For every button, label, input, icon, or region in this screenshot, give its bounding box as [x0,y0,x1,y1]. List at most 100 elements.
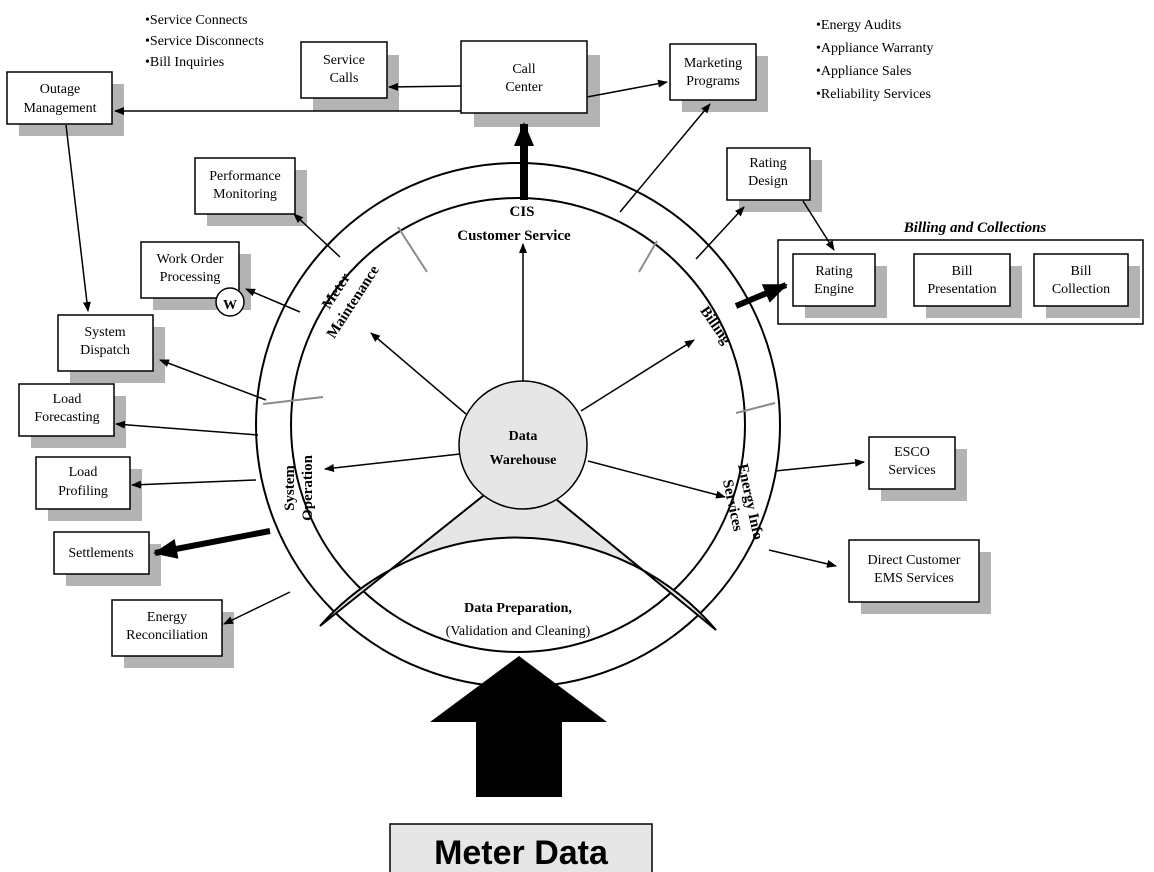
rating-design-to-engine-arrow [802,200,835,251]
direct-ems-line1: Direct Customer [868,553,961,568]
call-center-line1: Call [512,62,535,77]
esco-services-box [868,436,956,490]
bill-presentation-box [913,253,1011,307]
bill-presentation-line1: Bill [951,264,972,279]
work-order-line2: Processing [160,270,221,285]
data-warehouse-line2: Warehouse [490,453,557,468]
billing-collections-group [777,239,1144,325]
bill-collection-line2: Collection [1052,282,1110,297]
performance-monitoring-line1: Performance [209,169,281,184]
spoke-arrow-system [324,453,461,472]
system-dispatch-box [57,314,154,372]
load-forecasting-line2: Forecasting [34,410,99,425]
service-calls-box [300,41,388,99]
load-profiling-line2: Profiling [58,484,108,499]
load-profiling-box [35,456,131,510]
esco-services-line1: ESCO [894,445,930,460]
data-warehouse-line1: Data [509,429,538,444]
system-to-dispatch-arrow [159,359,267,401]
outage-management-line2: Management [23,101,96,116]
meter-to-performance-arrow [293,213,341,258]
system-to-settlements-arrow [153,528,271,559]
bill-collection-line1: Bill [1070,264,1091,279]
service-note-1: •Service Connects [145,13,247,28]
meter-data-input-arrow [430,656,607,797]
cis-to-marketing-arrow [619,103,711,213]
call-center-line2: Center [505,80,543,95]
spoke-arrow-billing [580,339,695,412]
service-note-3: •Bill Inquiries [145,55,224,70]
meter-data-box [389,823,653,872]
outage-management-line1: Outage [40,82,80,97]
data-preparation-title: Data Preparation, [464,601,572,616]
settlements-label: Settlements [68,546,133,561]
energy-reconciliation-line1: Energy [147,610,187,625]
operation-label: Operation [300,454,316,520]
spoke-arrow-meter [370,332,467,415]
rating-design-line2: Design [748,174,788,189]
marketing-note-1: •Energy Audits [816,18,901,33]
system-label: System [282,465,298,511]
segment-divider [735,402,776,414]
service-note-2: •Service Disconnects [145,34,264,49]
data-preparation-subtitle: (Validation and Cleaning) [446,624,591,639]
inner-ring [290,197,746,653]
marketing-programs-line2: Programs [686,74,740,89]
rating-engine-line2: Engine [814,282,854,297]
bill-presentation-line2: Presentation [927,282,996,297]
spoke-arrow-energy [587,460,726,499]
marketing-note-4: •Reliability Services [816,87,931,102]
outage-to-dispatch-arrow [65,124,91,312]
bill-collection-box [1033,253,1129,307]
rating-engine-box [792,253,876,307]
load-forecasting-line1: Load [53,392,82,407]
energy-to-esco-arrow [774,458,865,472]
direct-ems-line2: EMS Services [874,571,954,586]
work-order-badge [215,287,245,317]
settlements-box [53,531,150,575]
system-to-load-profiling-arrow [131,479,257,489]
system-to-load-forecasting-arrow [115,420,259,436]
marketing-programs-box [669,43,757,101]
billing-label: Billing [696,304,734,348]
load-profiling-line1: Load [69,465,98,480]
call-center-box [460,40,588,114]
performance-monitoring-line2: Monitoring [213,187,277,202]
direct-ems-box [848,539,980,603]
marketing-note-2: •Appliance Warranty [816,41,933,56]
billing-to-rating-engine-arrow [734,282,788,309]
meter-data-label: Meter Data [434,834,609,872]
work-order-box [140,241,240,299]
billing-group-title: Billing and Collections [903,220,1047,236]
service-calls-line1: Service [323,53,365,68]
work-order-badge-letter: W [223,298,237,313]
call-center-to-marketing-arrow [586,79,668,98]
meter-to-work-order-arrow [245,288,301,313]
energy-to-direct-ems-arrow [768,549,837,568]
segment-divider [638,240,658,273]
call-center-to-service-calls-arrow [388,82,462,91]
cis-label: CIS [509,204,534,220]
performance-monitoring-box [194,157,296,215]
service-calls-line2: Calls [330,71,359,86]
energy-reconciliation-box [111,599,223,657]
rating-engine-line1: Rating [815,264,852,279]
system-dispatch-line1: System [84,325,125,340]
work-order-line1: Work Order [157,252,224,267]
energy-reconciliation-line2: Reconciliation [126,628,208,643]
billing-to-rating-design-arrow [695,206,745,260]
rating-design-line1: Rating [749,156,786,171]
system-to-reconciliation-arrow [223,591,291,625]
outage-management-box [6,71,113,125]
marketing-note-3: •Appliance Sales [816,64,911,79]
segment-divider [397,226,428,273]
segment-divider [262,396,324,405]
customer-service-label: Customer Service [457,228,571,244]
rating-design-box [726,147,811,201]
esco-services-line2: Services [888,463,935,478]
marketing-programs-line1: Marketing [684,56,742,71]
load-forecasting-box [18,383,115,437]
system-dispatch-line2: Dispatch [80,343,130,358]
data-warehouse-hub [458,380,588,510]
